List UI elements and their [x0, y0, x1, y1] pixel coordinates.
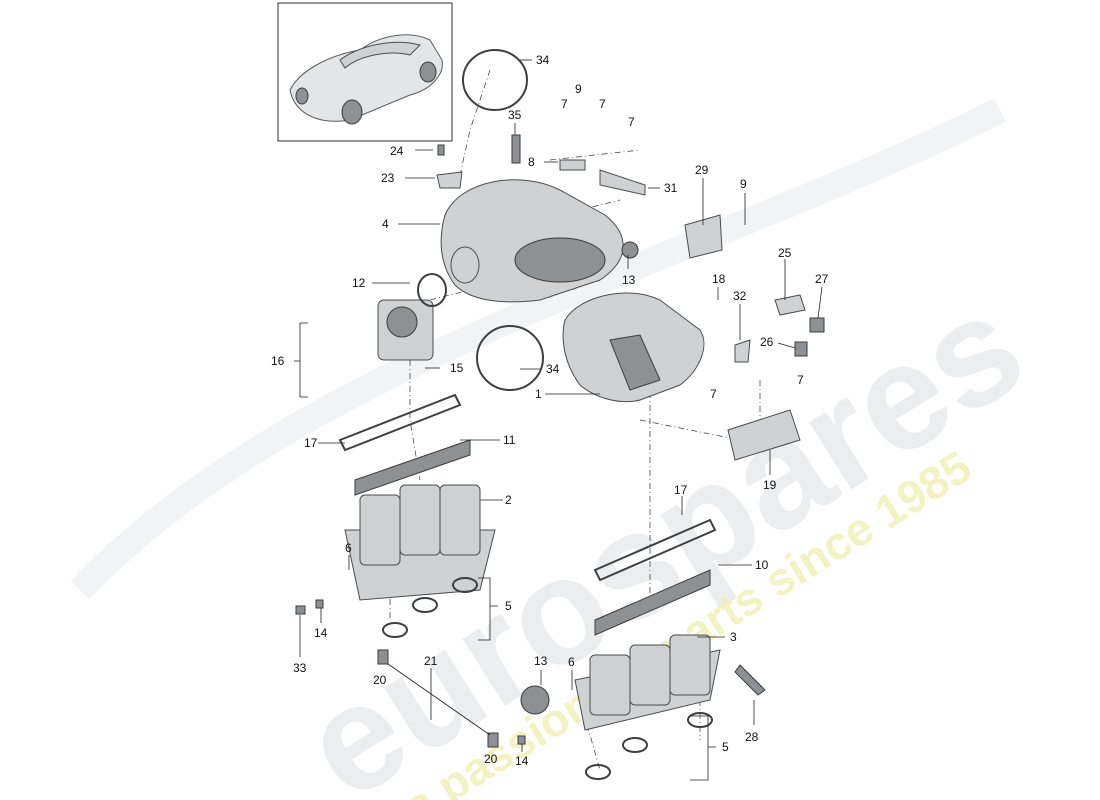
callout-27: 27 — [815, 272, 829, 286]
callout-35: 35 — [508, 108, 522, 122]
callout-9a: 9 — [575, 82, 582, 96]
callout-14a: 14 — [314, 626, 328, 640]
callout-1: 1 — [535, 387, 542, 401]
callout-33: 33 — [293, 661, 307, 675]
callout-10: 10 — [755, 558, 769, 572]
callout-25: 25 — [778, 246, 792, 260]
callout-12: 12 — [352, 276, 366, 290]
callout-20a: 20 — [373, 673, 387, 687]
callout-6b: 6 — [568, 655, 575, 669]
intake-manifold-upper — [562, 292, 705, 403]
callout-5b: 5 — [722, 740, 729, 754]
callout-7a: 7 — [561, 97, 568, 111]
callout-24: 24 — [390, 144, 404, 158]
callout-21: 21 — [424, 654, 438, 668]
vehicle-thumbnail — [277, 2, 453, 142]
callout-3: 3 — [730, 630, 737, 644]
callout-16: 16 — [271, 354, 285, 368]
callout-14b: 14 — [515, 754, 529, 768]
flap-strips — [354, 439, 711, 636]
callout-32: 32 — [733, 289, 747, 303]
callout-23: 23 — [381, 171, 395, 185]
callout-4: 4 — [382, 217, 389, 231]
callout-8: 8 — [528, 155, 535, 169]
callout-34a: 34 — [536, 53, 550, 67]
callout-34b: 34 — [546, 362, 560, 376]
callout-15: 15 — [450, 361, 464, 375]
callout-20b: 20 — [484, 752, 498, 766]
throttle-body — [377, 299, 434, 361]
callout-26: 26 — [760, 335, 774, 349]
callout-31: 31 — [664, 181, 678, 195]
gaskets — [338, 49, 717, 780]
callout-13a: 13 — [622, 273, 636, 287]
callout-9b: 9 — [740, 177, 747, 191]
callout-7b: 7 — [599, 97, 606, 111]
callout-29: 29 — [695, 163, 709, 177]
callout-2: 2 — [505, 493, 512, 507]
callout-13b: 13 — [534, 654, 548, 668]
callout-6a: 6 — [345, 541, 352, 555]
callout-labels: 1 2 3 4 5 5 6 6 7 7 7 7 7 8 9 9 10 11 12… — [271, 53, 829, 768]
callout-17a: 17 — [304, 436, 318, 450]
callout-7e: 7 — [710, 387, 717, 401]
small-parts — [295, 134, 825, 748]
callout-11: 11 — [503, 433, 516, 447]
callout-18: 18 — [712, 272, 726, 286]
intake-plenum — [440, 179, 624, 303]
callout-17b: 17 — [674, 483, 688, 497]
manifold-lower-right — [574, 634, 721, 731]
callout-7c: 7 — [628, 115, 635, 129]
callout-5a: 5 — [505, 599, 512, 613]
callout-7d: 7 — [797, 373, 804, 387]
callout-19: 19 — [763, 478, 777, 492]
callout-28: 28 — [745, 730, 759, 744]
leader-lines — [294, 59, 823, 781]
manifold-lower-left — [344, 484, 496, 601]
